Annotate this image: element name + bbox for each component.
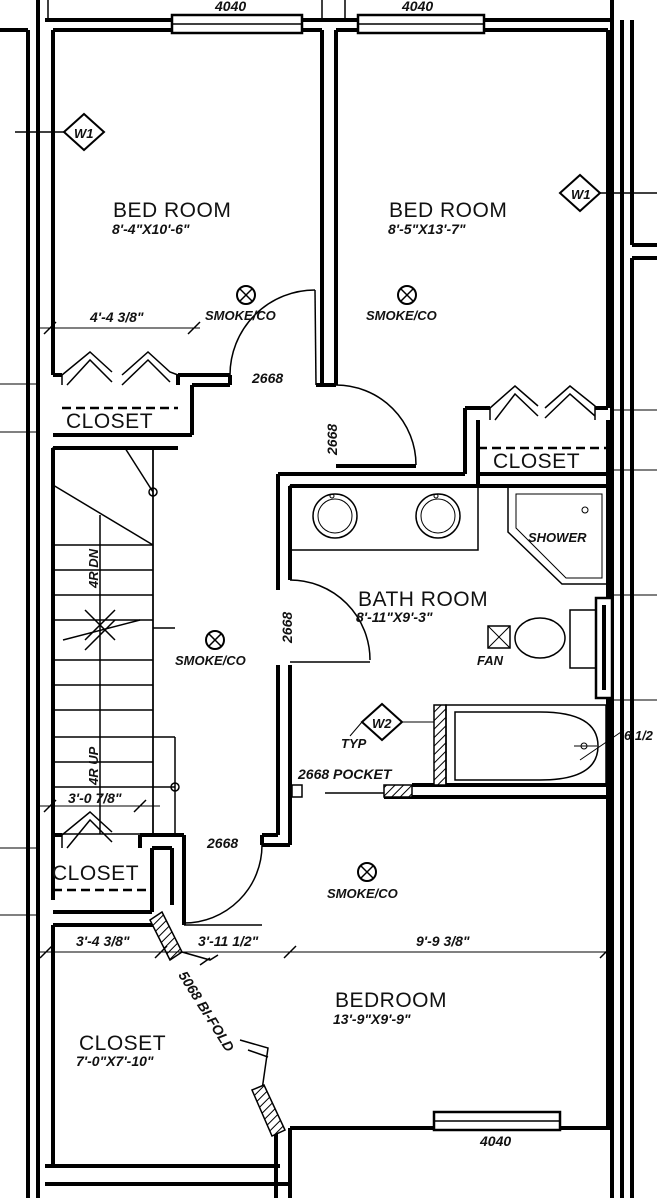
smoke-label-1: SMOKE/CO <box>205 308 276 323</box>
closet2-name: CLOSET <box>493 450 580 473</box>
pocket-door-label: 2668 POCKET <box>297 766 393 782</box>
wall-note-label: 6 1/2 <box>624 728 654 743</box>
walkin-closet-size: 7'-0"X7'-10" <box>76 1053 154 1069</box>
closet3-width-dimension: 3'-0 7/8" <box>68 790 122 806</box>
bath-size: 8'-11"X9'-3" <box>356 609 433 625</box>
door-label-bedroom1: 2668 <box>251 370 283 386</box>
smoke-icon <box>357 862 377 882</box>
bedroom1-size: 8'-4"X10'-6" <box>112 221 190 237</box>
bifold-door <box>149 910 286 1138</box>
bedroom2-name: BED ROOM <box>389 199 507 222</box>
bedroom3-size: 13'-9"X9'-9" <box>333 1011 411 1027</box>
bedroom3-name: BEDROOM <box>335 989 447 1012</box>
smoke-icon <box>205 630 225 650</box>
dimension-seg-c: 9'-9 3/8" <box>416 933 470 949</box>
stairs <box>52 447 180 835</box>
smoke-label-3: SMOKE/CO <box>175 653 246 668</box>
closet1-name: CLOSET <box>66 410 153 433</box>
window-tag-w2: W2 <box>372 716 392 731</box>
fan-label: FAN <box>477 653 504 668</box>
window-tag-w1-right: W1 <box>571 187 591 202</box>
bedroom2-size: 8'-5"X13'-7" <box>388 221 466 237</box>
dimension-lines <box>0 321 657 959</box>
door-label-bedroom3: 2668 <box>206 835 238 851</box>
shower-label: SHOWER <box>528 530 587 545</box>
interior-walls <box>51 30 610 1166</box>
door-label-bath: 2668 <box>279 612 295 644</box>
window-tags <box>15 112 657 742</box>
bedroom1-name: BED ROOM <box>113 199 231 222</box>
typ-label: TYP <box>341 736 367 751</box>
window-label-top-right: 4040 <box>401 0 433 14</box>
stairs-up-label: 4R UP <box>86 746 101 786</box>
smoke-label-2: SMOKE/CO <box>366 308 437 323</box>
walkin-closet-name: CLOSET <box>79 1032 166 1055</box>
stairs-down-label: 4R DN <box>86 548 101 589</box>
door-label-bedroom2: 2668 <box>324 424 340 456</box>
window-label-bottom: 4040 <box>479 1133 511 1149</box>
smoke-label-4: SMOKE/CO <box>327 886 398 901</box>
window-label-top-left: 4040 <box>214 0 246 14</box>
windows <box>170 13 614 1132</box>
bathroom-fixtures <box>289 485 609 786</box>
door-swings <box>183 289 417 926</box>
bifold-door-label: 5068 BI-FOLD <box>175 968 237 1054</box>
smoke-icon <box>236 285 256 305</box>
closet3-name: CLOSET <box>52 862 139 885</box>
dimension-seg-a: 3'-4 3/8" <box>76 933 130 949</box>
bath-name: BATH ROOM <box>358 588 488 611</box>
dimension-seg-b: 3'-11 1/2" <box>198 933 259 949</box>
closet1-width-dimension: 4'-4 3/8" <box>89 309 144 325</box>
smoke-detectors <box>205 285 417 882</box>
window-tag-w1-left: W1 <box>74 126 94 141</box>
smoke-icon <box>397 285 417 305</box>
